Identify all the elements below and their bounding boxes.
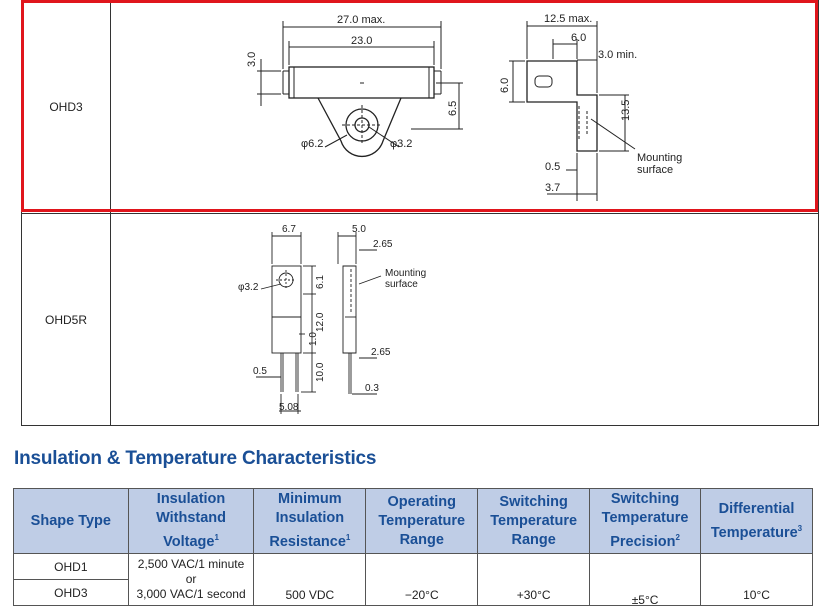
ohd3-drawing: 27.0 max. 23.0 3.0 6.5 φ6.2 φ3.2: [246, 13, 682, 201]
ohd3-dim-6-vertical: 6.0: [499, 78, 511, 93]
ohd3-drawing-cell: 27.0 max. 23.0 3.0 6.5 φ6.2 φ3.2: [110, 0, 819, 214]
characteristics-table: Shape Type Insulation Withstand Voltage1…: [13, 488, 813, 606]
ohd3-surface-label: surface: [637, 164, 673, 176]
ohd3-dim-6: 6.0: [571, 32, 586, 44]
ohd3-dim-3-7: 3.7: [545, 182, 560, 194]
dimension-row-ohd3: OHD3: [21, 0, 819, 214]
table-row: OHD1 2,500 VAC/1 minute or 3,000 VAC/1 s…: [13, 553, 813, 606]
ohd5r-dim-phi-3-2: φ3.2: [238, 282, 259, 293]
ohd3-dim-0-5: 0.5: [545, 161, 560, 173]
ohd5r-mounting-label: Mounting: [385, 268, 426, 279]
ohd5r-dim-5-08: 5.08: [279, 402, 299, 413]
ohd5r-dim-6-1: 6.1: [315, 275, 326, 289]
voltage-line-1: 2,500 VAC/1 minute: [137, 557, 245, 571]
voltage-line-2: or: [185, 572, 197, 586]
ohd3-dim-3: 3.0: [246, 52, 258, 67]
ohd5r-dim-1: 1.0: [308, 332, 319, 346]
ohd5r-surface-label: surface: [385, 279, 418, 290]
shape-name-ohd5r: OHD5R: [21, 213, 111, 426]
ohd3-dim-6-5: 6.5: [447, 101, 459, 116]
shape-name-ohd3: OHD3: [21, 0, 111, 214]
switching-range-cell: +30°C: [477, 553, 591, 606]
dimension-row-ohd5r: OHD5R: [21, 213, 819, 426]
header-operating-range: Operating Temperature Range: [365, 488, 479, 554]
table-row: OHD3: [13, 579, 813, 606]
resistance-cell: 500 VDC: [253, 553, 367, 606]
shape-type-cell: OHD3: [13, 579, 129, 606]
ohd5r-dim-2-65-bottom: 2.65: [371, 347, 391, 358]
ohd3-dim-phi-6-2: φ6.2: [301, 138, 323, 150]
table-header-row: Shape Type Insulation Withstand Voltage1…: [13, 488, 813, 554]
ohd5r-dim-2-65-top: 2.65: [373, 239, 393, 250]
section-title: Insulation & Temperature Characteristics: [14, 448, 377, 469]
ohd5r-dim-12: 12.0: [315, 312, 326, 332]
shape-type-cell: OHD1: [13, 553, 129, 580]
header-switching-precision: Switching Temperature Precision2: [589, 488, 702, 554]
precision-cell: ±5°C: [589, 553, 702, 606]
header-switching-range: Switching Temperature Range: [477, 488, 591, 554]
ohd3-dim-23: 23.0: [351, 35, 372, 47]
ohd5r-drawing: 6.7 5.0 2.65 φ3.2 6.1 12.0 1.0 10.0 0.5 …: [238, 224, 426, 414]
ohd5r-drawing-cell: 6.7 5.0 2.65 φ3.2 6.1 12.0 1.0 10.0 0.5 …: [110, 213, 819, 426]
ohd5r-dim-0-5: 0.5: [253, 366, 267, 377]
ohd5r-dim-10: 10.0: [315, 362, 326, 382]
operating-range-cell: −20°C: [365, 553, 479, 606]
header-differential-temp: Differential Temperature3: [700, 488, 813, 554]
voltage-line-3: 3,000 VAC/1 second: [136, 587, 246, 601]
header-min-resistance: Minimum Insulation Resistance1: [253, 488, 367, 554]
dimensions-table: OHD3: [21, 0, 819, 426]
ohd5r-dim-6-7: 6.7: [282, 224, 296, 235]
ohd5r-dim-5: 5.0: [352, 224, 366, 235]
voltage-cell: 2,500 VAC/1 minute or 3,000 VAC/1 second: [127, 553, 255, 606]
ohd3-dim-3-min: 3.0 min.: [598, 49, 637, 61]
ohd3-dim-phi-3-2: φ3.2: [390, 138, 412, 150]
ohd3-dim-27: 27.0 max.: [337, 14, 385, 26]
ohd3-mounting-label: Mounting: [637, 152, 682, 164]
header-shape-type: Shape Type: [13, 488, 129, 554]
ohd3-dim-12-5: 12.5 max.: [544, 13, 592, 25]
differential-cell: 10°C: [700, 553, 813, 606]
header-insulation-voltage: Insulation Withstand Voltage1: [127, 488, 255, 554]
ohd5r-dim-0-3: 0.3: [365, 383, 379, 394]
ohd3-dim-13-5: 13.5: [620, 100, 632, 121]
